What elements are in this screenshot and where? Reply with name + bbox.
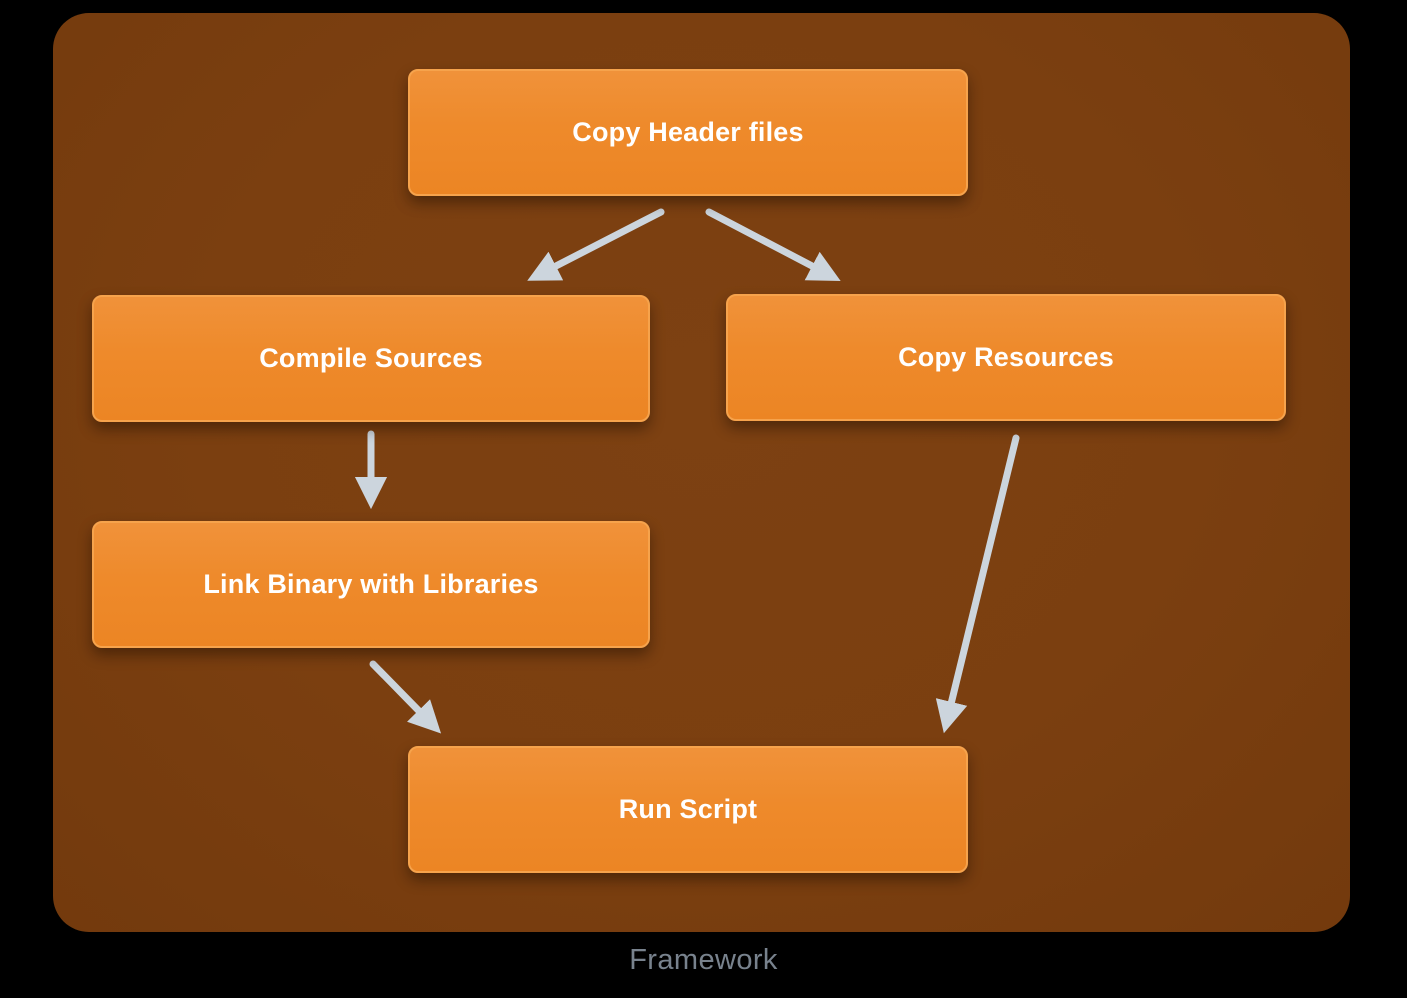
node-compile-sources-label: Compile Sources bbox=[259, 343, 483, 373]
node-copy-resources[interactable]: Copy Resources bbox=[726, 294, 1286, 421]
node-run-script[interactable]: Run Script bbox=[408, 746, 968, 873]
node-copy-header-files[interactable]: Copy Header files bbox=[408, 69, 968, 196]
diagram-caption: Framework bbox=[629, 944, 778, 976]
node-compile-sources[interactable]: Compile Sources bbox=[92, 295, 650, 422]
node-run-script-label: Run Script bbox=[618, 794, 758, 824]
node-link-binary-with-libraries[interactable]: Link Binary with Libraries bbox=[92, 521, 650, 648]
node-link-binary-with-libraries-label: Link Binary with Libraries bbox=[203, 569, 539, 599]
node-copy-resources-label: Copy Resources bbox=[898, 342, 1114, 372]
node-copy-header-files-label: Copy Header files bbox=[572, 117, 804, 147]
